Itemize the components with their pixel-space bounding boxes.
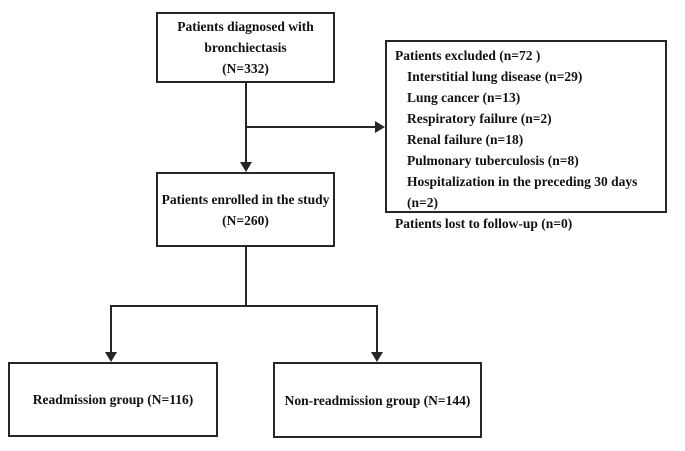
diagnosed-line-2: bronchiectasis: [204, 40, 287, 55]
connector-split-bar: [110, 305, 378, 307]
diagnosed-line-1: Patients diagnosed with: [177, 19, 314, 34]
connector-enrolled-to-split: [245, 247, 247, 307]
readmission-label: Readmission group (N=116): [32, 392, 194, 407]
arrowhead-down-enrolled-icon: [240, 162, 252, 172]
excluded-item: Pulmonary tuberculosis (n=8): [407, 153, 579, 168]
excluded-item: Renal failure (n=18): [407, 132, 524, 147]
non-readmission-label: Non-readmission group (N=144): [284, 392, 471, 408]
connector-branch-to-excluded: [245, 126, 376, 128]
excluded-box: Patients excluded (n=72 ) Interstitial l…: [385, 40, 667, 231]
arrowhead-right-excluded-icon: [375, 121, 385, 133]
excluded-item: Interstitial lung disease (n=29): [407, 69, 583, 84]
diagnosed-line-3: (N=332): [222, 61, 269, 76]
connector-diagnosed-to-enrolled: [245, 83, 247, 163]
arrowhead-down-readmission-icon: [105, 352, 117, 362]
arrowhead-down-non-readmission-icon: [371, 352, 383, 362]
excluded-item: Hospitalization in the preceding 30 days…: [407, 174, 638, 210]
enrolled-line-2: (N=260): [222, 212, 269, 228]
enrolled-line-1: Patients enrolled in the study: [161, 191, 330, 207]
enrolled-box: Patients enrolled in the study (N=260): [156, 172, 335, 247]
readmission-box: Readmission group (N=116): [8, 362, 218, 437]
excluded-item: Respiratory failure (n=2): [407, 111, 552, 126]
diagnosed-box: Patients diagnosed with bronchiectasis (…: [156, 12, 335, 83]
excluded-footer: Patients lost to follow-up (n=0): [395, 216, 573, 231]
excluded-item: Lung cancer (n=13): [407, 90, 521, 105]
non-readmission-box: Non-readmission group (N=144): [273, 362, 482, 438]
connector-split-to-readmission: [110, 305, 112, 354]
connector-split-to-non-readmission: [376, 305, 378, 354]
excluded-title: Patients excluded (n=72 ): [395, 48, 541, 63]
